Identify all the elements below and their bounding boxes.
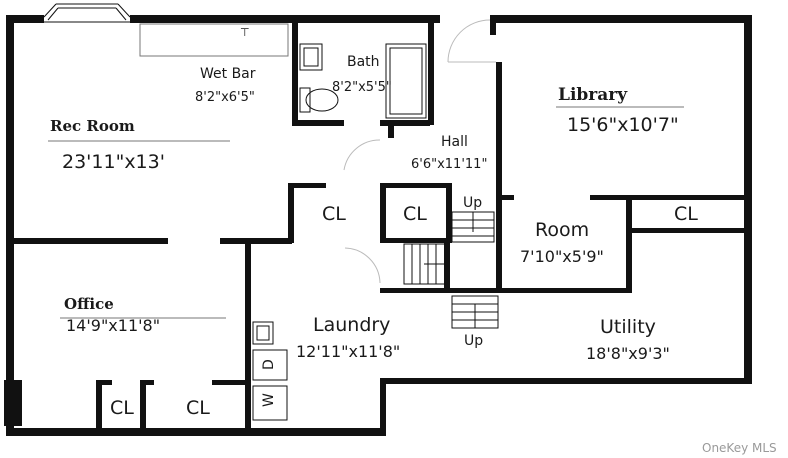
closet-label: CL bbox=[674, 203, 698, 225]
stairs-landing bbox=[403, 243, 447, 285]
library-name: Library bbox=[558, 85, 628, 105]
wet-bar-counter: ⊤ bbox=[139, 23, 289, 57]
wet-bar-name: Wet Bar bbox=[200, 66, 256, 82]
stair-labels: Up Up bbox=[463, 195, 483, 349]
dryer-label: D bbox=[261, 359, 277, 370]
laundry-name: Laundry bbox=[313, 314, 390, 336]
utility-dims: 18'8"x9'3" bbox=[586, 344, 670, 363]
office-dims: 14'9"x11'8" bbox=[66, 316, 160, 335]
bath-dims: 8'2"x5'5" bbox=[332, 80, 392, 95]
stairs-lower bbox=[451, 295, 499, 329]
stairs-upper bbox=[451, 211, 495, 243]
washer-label: W bbox=[261, 393, 277, 407]
bay-window bbox=[43, 3, 131, 23]
room-dims: 7'10"x5'9" bbox=[520, 247, 604, 266]
mls-watermark: OneKey MLS bbox=[702, 441, 777, 455]
interior-walls bbox=[6, 15, 750, 432]
door-swings bbox=[343, 19, 496, 284]
laundry-dims: 12'11"x11'8" bbox=[296, 342, 400, 361]
laundry-appliances: D W bbox=[252, 321, 288, 421]
bath-name: Bath bbox=[347, 54, 380, 70]
utility-name: Utility bbox=[600, 316, 656, 338]
library-dims: 15'6"x10'7" bbox=[567, 114, 679, 136]
exterior-walls bbox=[4, 15, 752, 436]
svg-text:⊤: ⊤ bbox=[240, 26, 250, 39]
closet-label: CL bbox=[322, 203, 346, 225]
hall-dims: 6'6"x11'11" bbox=[411, 157, 487, 172]
room-name: Room bbox=[535, 219, 589, 241]
room-labels: Rec Room 23'11"x13' Wet Bar 8'2"x6'5" Ba… bbox=[48, 54, 684, 363]
stairs-up-upper: Up bbox=[463, 195, 482, 211]
office-name: Office bbox=[64, 295, 114, 313]
closet-label: CL bbox=[186, 397, 210, 419]
closet-labels: CL CL CL CL CL bbox=[110, 203, 698, 419]
rec-room-name: Rec Room bbox=[50, 117, 135, 135]
hall-name: Hall bbox=[441, 134, 468, 150]
stairs-up-lower: Up bbox=[464, 333, 483, 349]
bath-fixtures bbox=[299, 43, 427, 119]
closet-label: CL bbox=[110, 397, 134, 419]
wet-bar-dims: 8'2"x6'5" bbox=[195, 90, 255, 105]
closet-label: CL bbox=[403, 203, 427, 225]
rec-room-dims: 23'11"x13' bbox=[62, 151, 165, 173]
